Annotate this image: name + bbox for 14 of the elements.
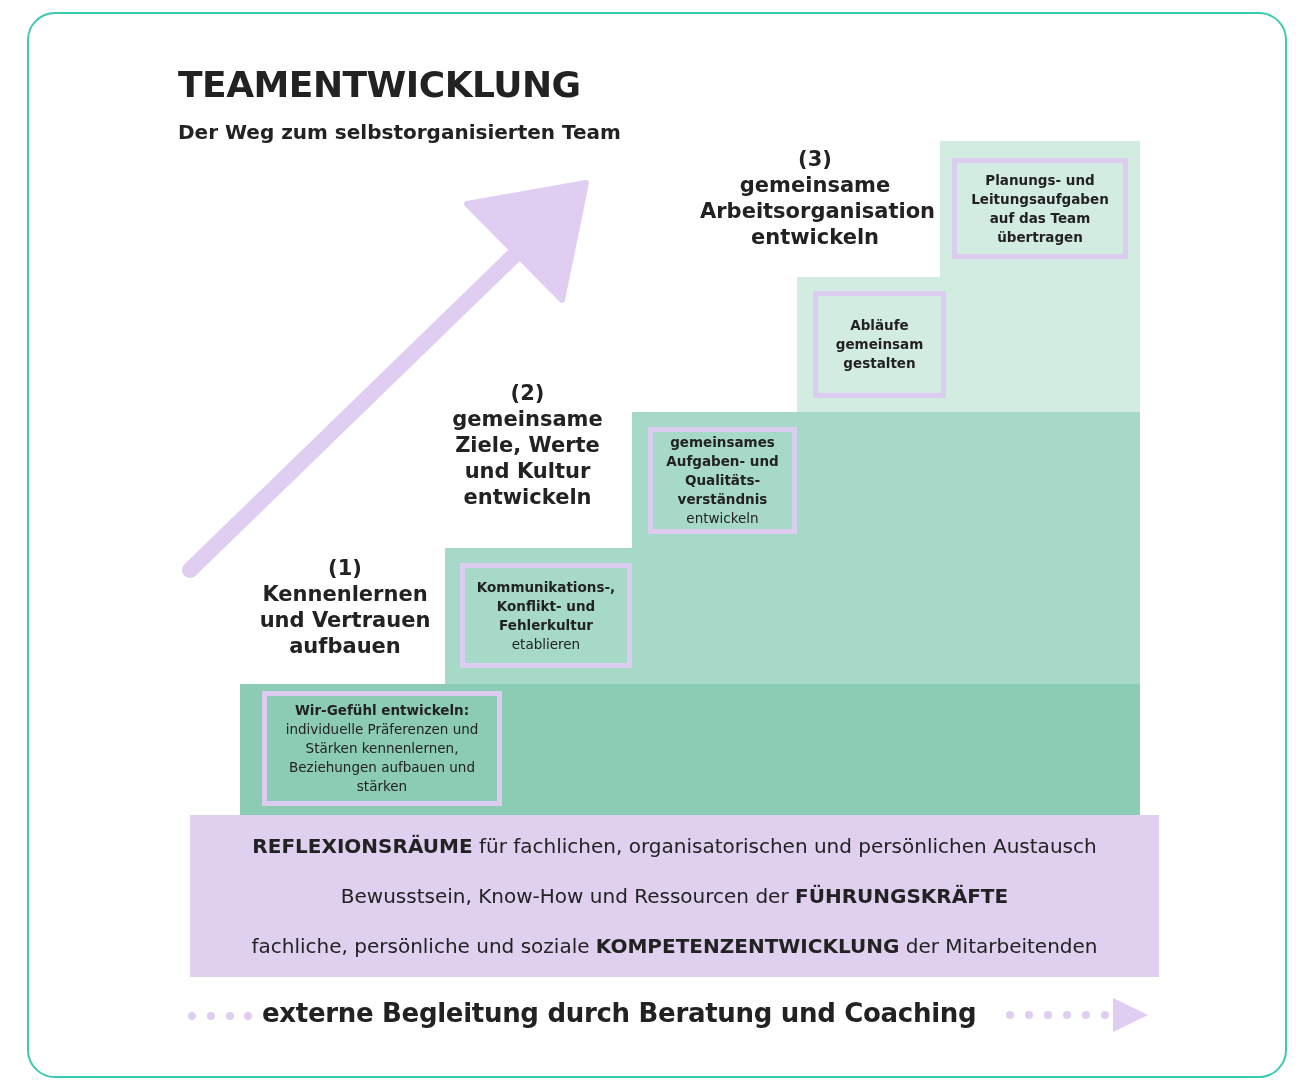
step-heading: (1) Kennenlernen und Vertrauen aufbauen <box>258 555 432 659</box>
band-text: Bewusstsein, Know-How und Ressourcen der FÜHRUNGSKRÄFTE <box>340 884 1009 908</box>
step-box: Wir-Gefühl entwickeln: individuelle Präferenzen und Stärken kennenlernen, Beziehungen aufbauen und stärken <box>262 691 502 806</box>
step-box: Planungs- und Leitungsaufgaben auf das Team übertragen <box>952 158 1128 259</box>
band-text: REFLEXIONSRÄUME für fachlichen, organisatorischen und persönlichen Austausch <box>252 834 1097 858</box>
step-box: gemeinsames Aufgaben- und Qualitäts- verständnis entwickeln <box>648 427 797 534</box>
step-box: Abläufe gemeinsam gestalten <box>813 291 946 398</box>
arrow-caption: externe Begleitung durch Beratung und Coaching <box>262 998 978 1028</box>
band-text: fachliche, persönliche und soziale KOMPETENZENTWICKLUNG der Mitarbeitenden <box>251 934 1098 958</box>
step-heading: (2) gemeinsame Ziele, Werte und Kultur entwickeln <box>451 380 604 510</box>
subtitle: Der Weg zum selbstorganisierten Team <box>178 120 622 144</box>
title: TEAMENTWICKLUNG <box>178 64 581 105</box>
step-box: Kommunikations-, Konflikt- und Fehlerkultur etablieren <box>460 563 632 668</box>
reflection-band <box>190 815 1159 977</box>
